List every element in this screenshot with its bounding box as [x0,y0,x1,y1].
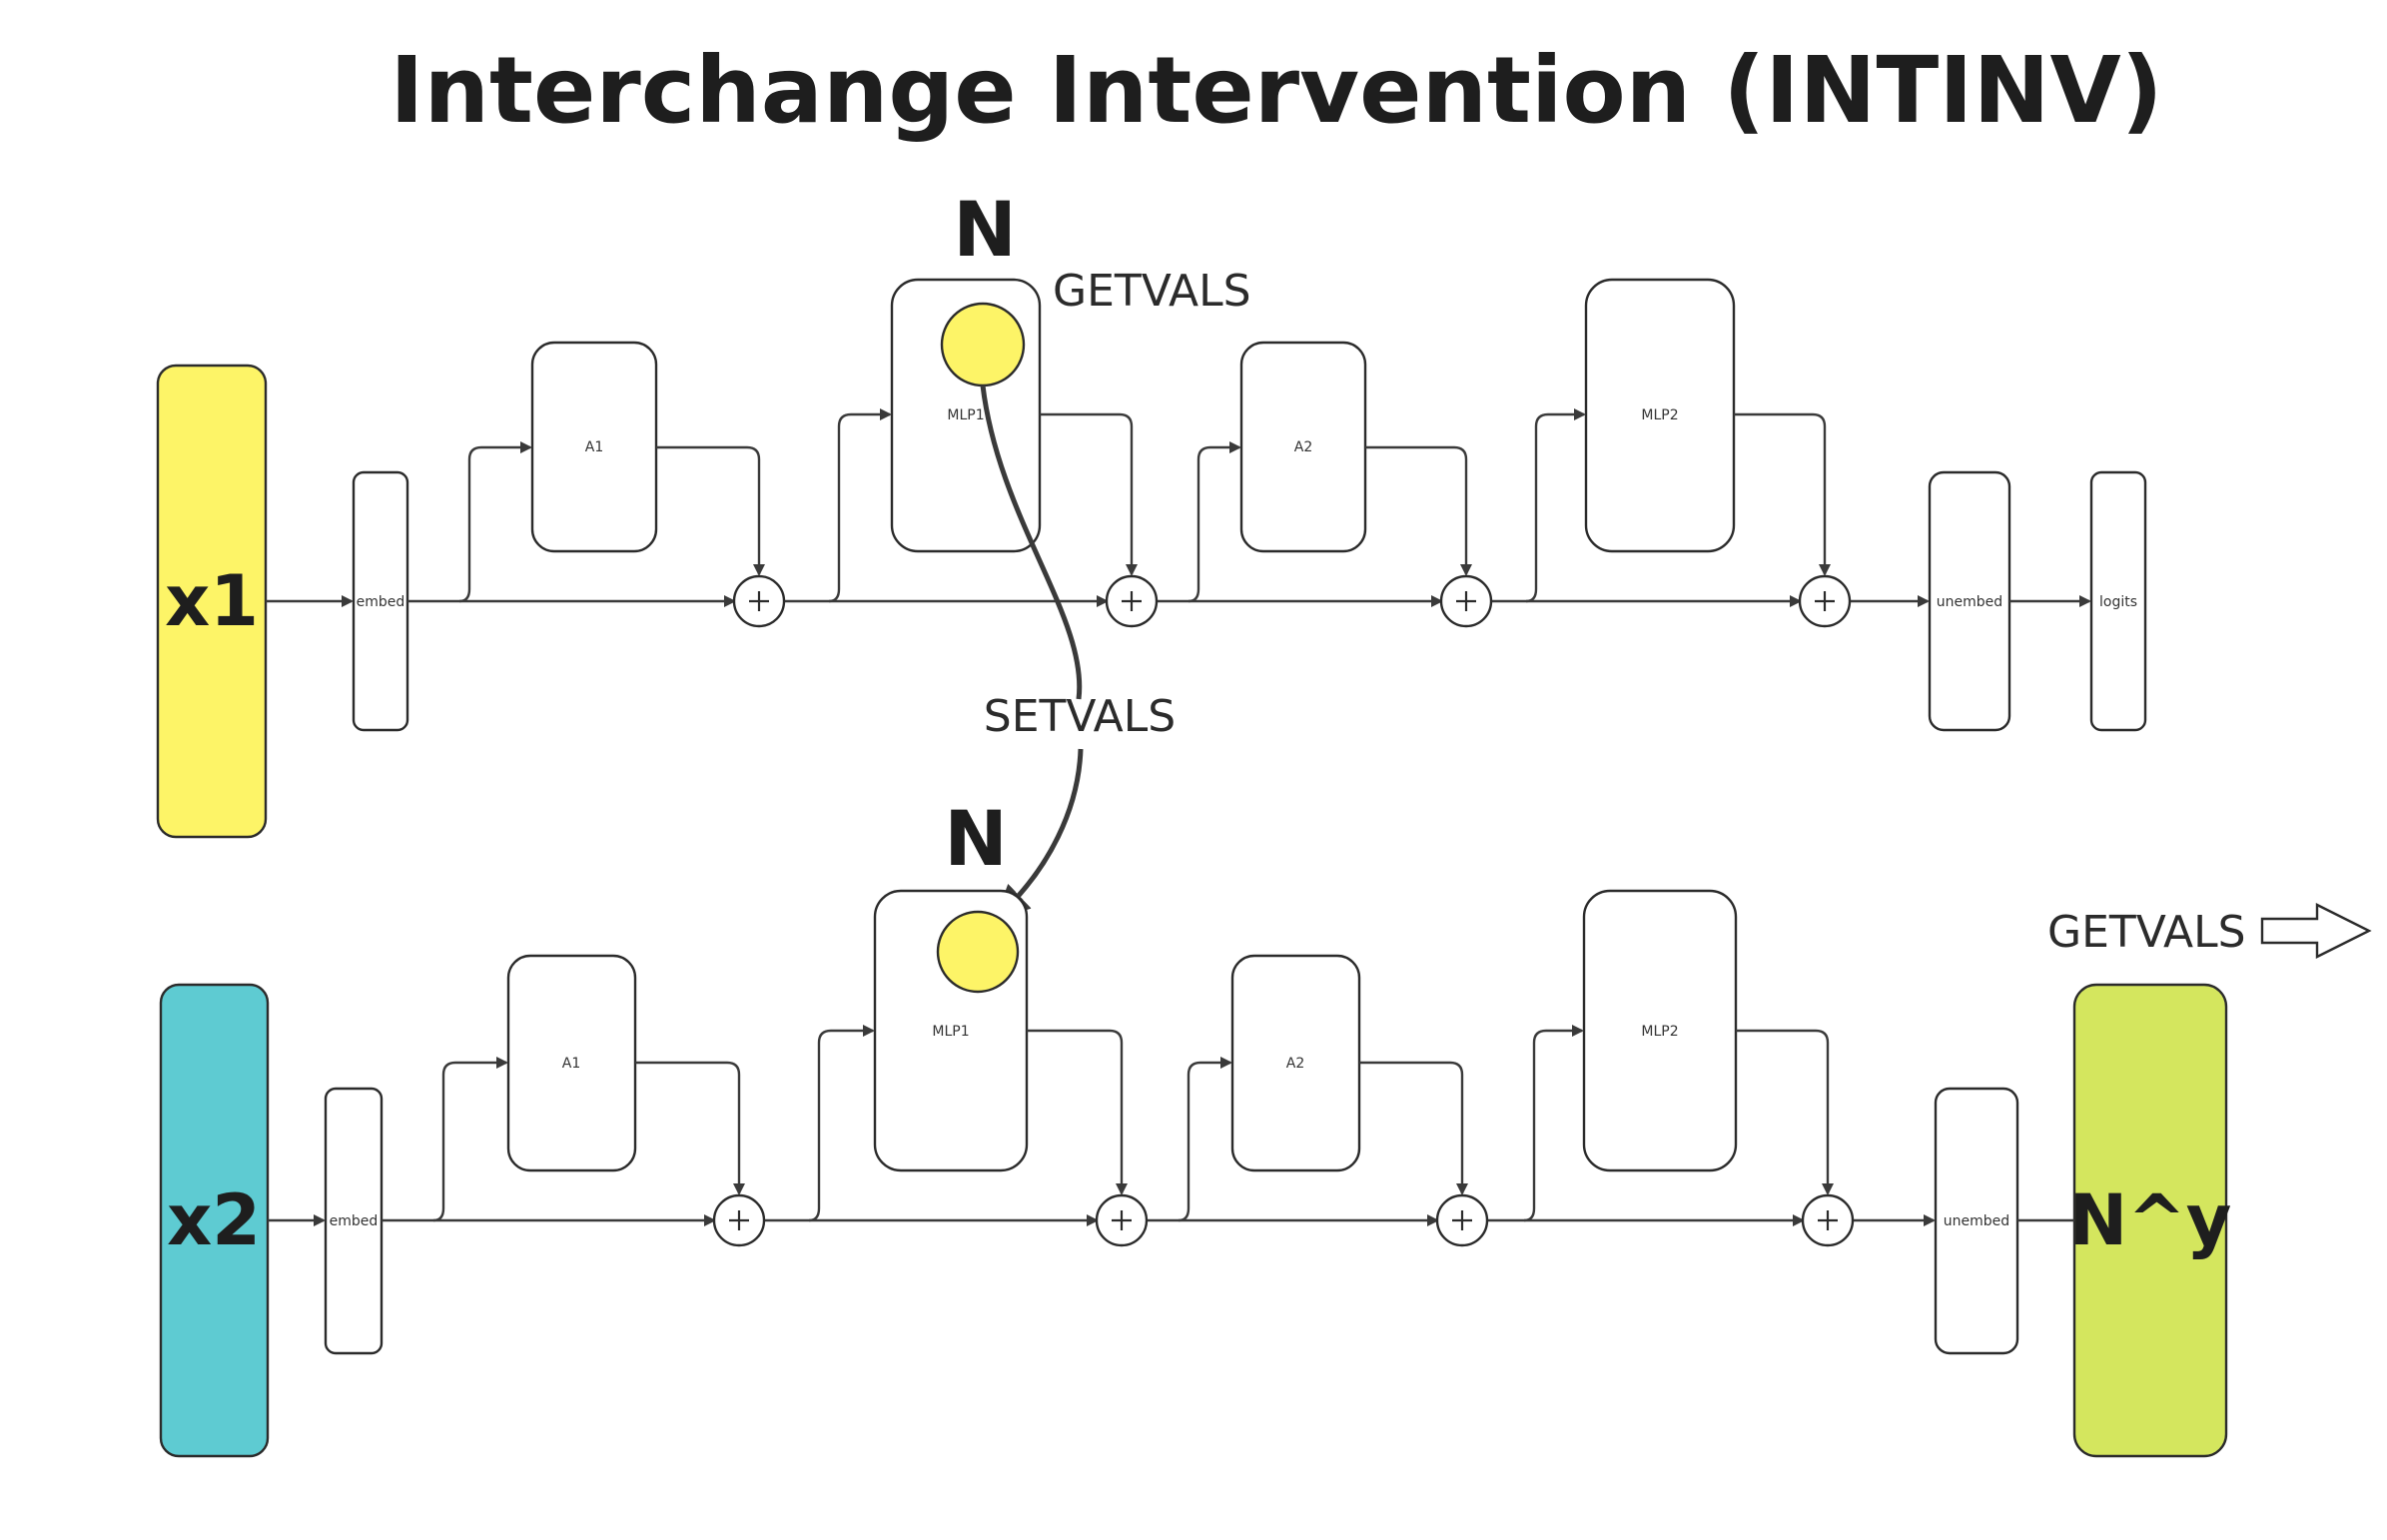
top-embed-label: embed [357,594,405,610]
top-node-label: N [953,185,1017,274]
top-return-attn1 [656,445,765,576]
bottom-add1-plus-icon [712,1193,766,1247]
bottom-branch-attn1 [432,1057,508,1222]
bottom-embed-label: embed [330,1213,379,1229]
bottom-return-attn2 [1359,1061,1468,1195]
bottom-branch-attn2 [1178,1057,1232,1222]
bottom-attn2-label: A2 [1286,1056,1304,1072]
input-x1-label: x1 [165,560,259,642]
top-logits-block [2089,470,2147,732]
bottom-mlp1-label: MLP1 [932,1024,969,1040]
bottom-return-mlp2 [1736,1029,1834,1195]
top-add4-plus-icon [1798,574,1852,628]
top-add2-plus-icon [1105,574,1159,628]
top-logits-label: logits [2099,594,2137,610]
bottom-row: x2 embed A1 MLP1 A2 MLP2 unembed N^y [159,794,2372,1458]
bottom-return-mlp1 [1027,1029,1128,1195]
top-unembed-label: unembed [1937,594,2002,610]
top-branch-mlp2 [1525,408,1586,603]
bottom-branch-mlp2 [1523,1025,1584,1222]
top-node-circle [940,302,1026,387]
top-branch-attn1 [458,441,532,603]
top-mlp1-label: MLP1 [947,407,984,423]
top-attn1-label: A1 [585,439,603,455]
hollow-right-arrow-icon [2260,903,2372,959]
bottom-node-circle [936,910,1020,994]
top-return-mlp2 [1734,412,1831,576]
top-add3-plus-icon [1439,574,1493,628]
setvals-label: SETVALS [984,691,1176,742]
bottom-add4-plus-icon [1801,1193,1855,1247]
top-return-mlp1 [1040,412,1138,576]
top-branch-mlp1 [828,408,892,603]
bottom-getvals-label: GETVALS [2047,907,2246,958]
top-getvals-label: GETVALS [1053,266,1251,317]
bottom-add2-plus-icon [1095,1193,1149,1247]
setvals-curve-upper [980,385,1083,700]
top-branch-attn2 [1188,441,1241,603]
bottom-add3-plus-icon [1435,1193,1489,1247]
top-attn2-label: A2 [1294,439,1312,455]
bottom-branch-mlp1 [808,1025,875,1222]
top-mlp2-label: MLP2 [1641,407,1678,423]
bottom-attn1-label: A1 [562,1056,580,1072]
top-row: x1 embed A1 MLP1 A2 MLP2 unembed logits [156,185,2147,839]
bottom-unembed-label: unembed [1944,1213,2009,1229]
setvals-curve-lower [995,748,1084,920]
bottom-mlp2-label: MLP2 [1641,1024,1678,1040]
top-add1-plus-icon [732,574,786,628]
output-ny-label: N^y [2069,1179,2232,1261]
input-x2-label: x2 [167,1179,261,1261]
bottom-node-label: N [944,794,1008,883]
bottom-return-attn1 [635,1061,745,1195]
diagram-title: Interchange Intervention (INTINV) [390,37,2162,144]
top-return-attn2 [1365,445,1472,576]
